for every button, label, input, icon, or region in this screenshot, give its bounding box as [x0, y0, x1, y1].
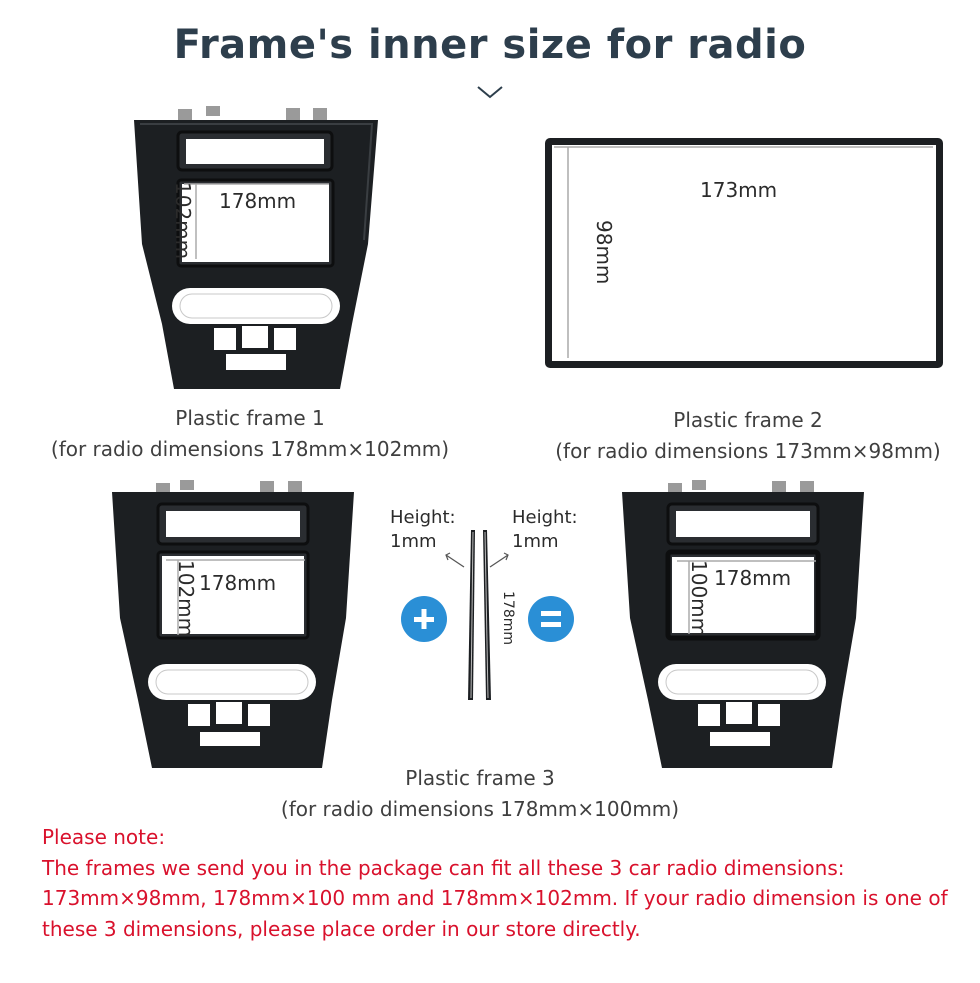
frame-3-result-dimension-lines [676, 560, 818, 642]
frame-3-base-width-label: 178mm [199, 571, 277, 595]
chevron-down-icon [476, 84, 504, 104]
note-line-1: The frames we send you in the package ca… [42, 855, 845, 880]
frame-2-caption-title: Plastic frame 2 [673, 408, 823, 432]
spacer-strips-image [465, 528, 497, 706]
plastic-frame-2-image [543, 136, 945, 376]
note-line-2: 173mm×98mm, 178mm×100 mm and 178mm×102mm… [42, 886, 948, 910]
frame-3-result-height-label: 100mm [687, 560, 711, 638]
equals-icon [528, 596, 574, 642]
strip-height-right-value: 1mm [512, 531, 559, 552]
frame-1-caption-dimensions: (for radio dimensions 178mm×102mm) [50, 437, 450, 461]
plastic-frame-3-base-image [108, 478, 358, 776]
frame-3-base-dimension-lines [165, 559, 307, 643]
plus-icon [401, 596, 447, 642]
frame-2-caption: Plastic frame 2 (for radio dimensions 17… [538, 405, 958, 467]
frame-3-caption-dimensions: (for radio dimensions 178mm×100mm) [280, 797, 680, 821]
plastic-frame-1-image [128, 104, 384, 400]
frame-1-width-label: 178mm [219, 189, 297, 213]
strip-height-label-right: Height: 1mm [512, 506, 578, 554]
strip-height-right-title: Height: [512, 507, 578, 528]
strip-length-label: 178mm [500, 591, 516, 645]
page-title: Frame's inner size for radio [173, 22, 807, 68]
frame-2-height-label: 98mm [592, 220, 616, 285]
note-line-3: these 3 dimensions, please place order i… [42, 916, 641, 941]
frame-2-width-label: 173mm [700, 178, 778, 202]
strip-height-left-value: 1mm [390, 531, 437, 552]
frame-3-caption: Plastic frame 3 (for radio dimensions 17… [230, 763, 730, 825]
frame-2-caption-dimensions: (for radio dimensions 173mm×98mm) [555, 439, 941, 463]
frame-3-result-width-label: 178mm [714, 566, 792, 590]
frame-3-base-height-label: 102mm [174, 560, 198, 638]
frame-1-height-label: 102mm [171, 182, 195, 260]
strip-height-label-left: Height: 1mm [390, 506, 456, 554]
frame-1-caption: Plastic frame 1 (for radio dimensions 17… [40, 403, 460, 465]
strip-pointer-arrows [438, 545, 518, 579]
frame-1-caption-title: Plastic frame 1 [175, 406, 325, 430]
frame-1-dimension-lines [183, 183, 331, 267]
strip-height-left-title: Height: [390, 507, 456, 528]
note-heading: Please note: [42, 825, 166, 849]
frame-3-caption-title: Plastic frame 3 [405, 766, 555, 790]
please-note-block: Please note: The frames we send you in t… [42, 822, 962, 944]
